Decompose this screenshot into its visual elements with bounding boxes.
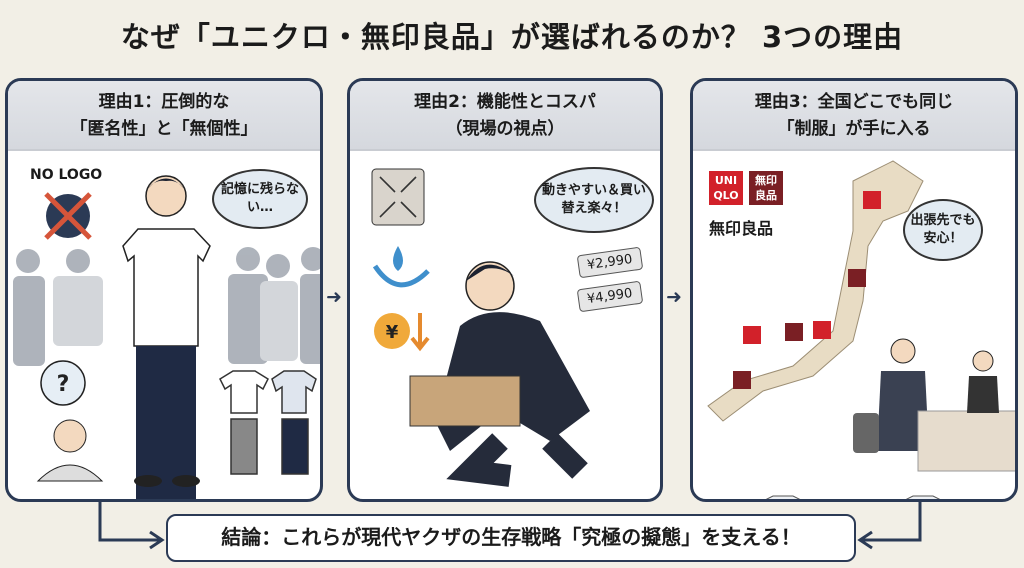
conclusion-box: 結論：これらが現代ヤクザの生存戦略「究極の擬態」を支える！ [166,514,856,562]
reason-1-panel: 理由1：圧倒的な 「匿名性」と「無個性」 NO LOGO ? 記憶に残らない… [5,78,323,502]
muji-logo: 無印良品 [749,171,783,205]
shirt-icon [765,495,801,499]
reason-2-header: 理由2：機能性とコスパ （現場の視点） [350,81,660,151]
reason-2-panel: 理由2：機能性とコスパ （現場の視点） ¥ 動きやすい＆買い替え楽々！ ¥2,9… [347,78,663,502]
page-title: なぜ「ユニクロ・無印良品」が選ばれるのか？ 3つの理由 [120,20,904,54]
no-logo-label: NO LOGO [30,167,103,183]
suitcase-icon [853,413,879,453]
reason-1-header: 理由1：圧倒的な 「匿名性」と「無個性」 [8,81,320,151]
svg-text:¥: ¥ [386,322,399,343]
box-icon [409,375,521,427]
clothes-icons [219,370,317,475]
arrow-right-icon: ➜ [326,286,342,308]
svg-text:?: ? [57,372,70,397]
japan-map-illustration [707,160,1015,499]
reason-1-subtitle: 「匿名性」と「無個性」 [70,119,258,139]
worker-illustration: ¥ [371,168,590,487]
reason-3-header: 理由3：全国どこでも同じ 「制服」が手に入る [693,81,1015,151]
reason-3-subtitle: 「制服」が手に入る [777,119,931,139]
speech-bubble: 動きやすい＆買い替え楽々！ [534,167,654,233]
yen-coin-icon [374,313,410,349]
arrow-right-icon: ➜ [666,286,682,308]
reason-2-title: 理由2：機能性とコスパ [414,92,596,112]
reason-3-panel: 理由3：全国どこでも同じ 「制服」が手に入る UNI QLO 無印良品 無印良品… [690,78,1018,502]
uniqlo-logo: UNI QLO [709,171,743,205]
main-person [122,175,211,499]
muji-wordmark: 無印良品 [709,219,774,238]
speech-bubble: 記憶に残らない… [212,169,308,229]
crowd-illustration: ? [13,175,320,499]
shirt-icon [905,495,941,499]
reason-2-subtitle: （現場の視点） [445,119,565,139]
speech-bubble: 出張先でも安心！ [903,199,983,261]
cross-icon [44,192,92,240]
water-drop-icon [393,246,403,271]
reason-3-title: 理由3：全国どこでも同じ [754,92,954,112]
reason-1-title: 理由1：圧倒的な [98,92,230,112]
